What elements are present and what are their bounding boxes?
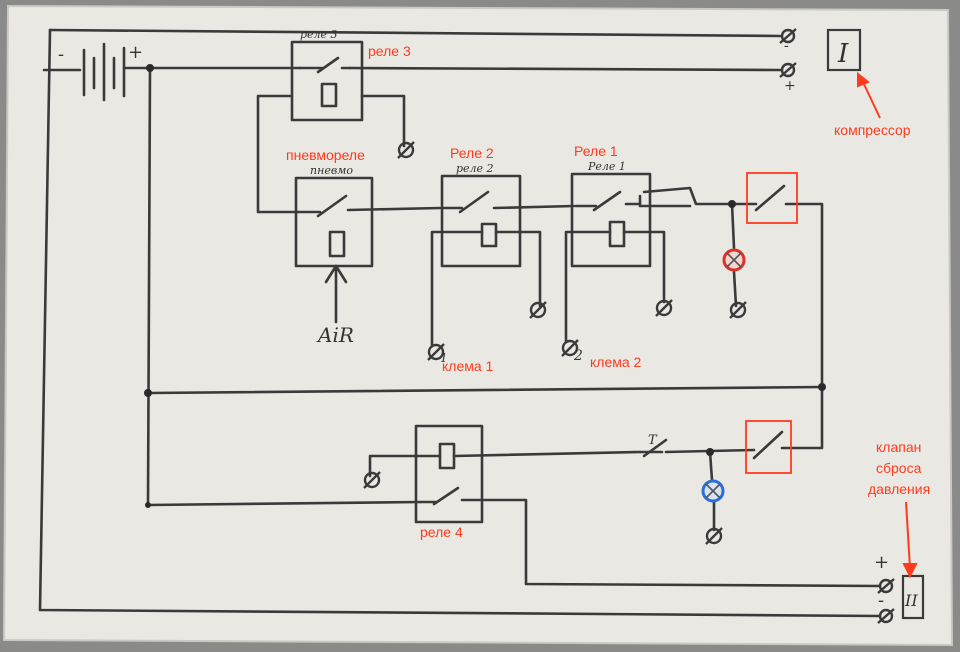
lamp-red-icon [722,248,746,272]
button-mark: T [648,433,658,448]
relay4-box [414,424,484,524]
terminal-klema2 [561,339,579,357]
battery-plus-label: + [128,42,143,63]
terminal-lamp2-ground [705,527,723,545]
highlight-valve-switch [745,420,792,474]
relay2-annotation: Реле 2 [450,145,494,161]
relay3-hand-label: реле 3 [300,28,338,41]
relay2-hand-label: реле 2 [456,162,494,175]
top-term-plus-label: + [784,78,796,94]
paper-sheet [4,6,952,645]
arrow-valve [905,501,911,569]
compressor-box-label: I [837,39,849,69]
terminal-relay1-ground [655,299,673,317]
bottom-term-plus-label: + [874,552,889,573]
relay2-box [440,174,522,268]
valve-box [901,574,925,620]
lamp-blue-icon [701,479,725,503]
relay1-box [570,172,652,268]
relay3-annotation: реле 3 [368,43,411,59]
terminal-top-plus [779,62,797,78]
valve-annotation-line3: давления [868,481,930,497]
battery-minus-label: - [58,44,64,65]
top-term-minus-label: - [784,38,789,54]
valve-box-label: II [904,591,918,610]
relay1-annotation: Реле 1 [574,143,618,159]
relay1-hand-label: Реле 1 [587,160,626,173]
wire-left-vertical [146,66,152,507]
klema1-annotation: клема 1 [442,358,494,374]
terminal-bottom-plus [877,578,895,594]
wire-top-minus [48,28,782,38]
air-label: AiR [316,323,354,347]
terminal-klema1 [427,343,445,361]
valve-annotation-line2: сброса [876,460,922,476]
terminal-relay4-ground [363,471,381,489]
compressor-annotation: компрессор [834,122,911,138]
wire-plus-rail [348,66,782,72]
relay3-box [290,40,364,122]
bottom-term-minus-label: - [878,590,884,611]
terminal-bottom-minus [877,608,895,624]
valve-annotation-line1: клапан [876,439,921,455]
terminal-lamp1-ground [729,301,747,319]
pneumo-annotation: пневмореле [286,147,365,163]
terminal-top-minus [779,28,797,44]
relay4-annotation: реле 4 [420,524,463,540]
pneumo-relay-box [294,176,374,268]
highlight-compressor-switch [746,172,798,224]
junction-dots [144,64,826,508]
terminal-relay2-ground [529,301,547,319]
klema2-annotation: клема 2 [590,354,642,370]
term1-number: 1 [440,351,448,365]
pneumo-hand-label: пневмо [310,164,353,177]
term2-number: 2 [573,348,583,364]
wire-left-frame [38,28,882,618]
arrow-compressor [861,79,881,119]
terminal-relay3-ground [397,141,415,159]
compressor-box [826,28,862,72]
